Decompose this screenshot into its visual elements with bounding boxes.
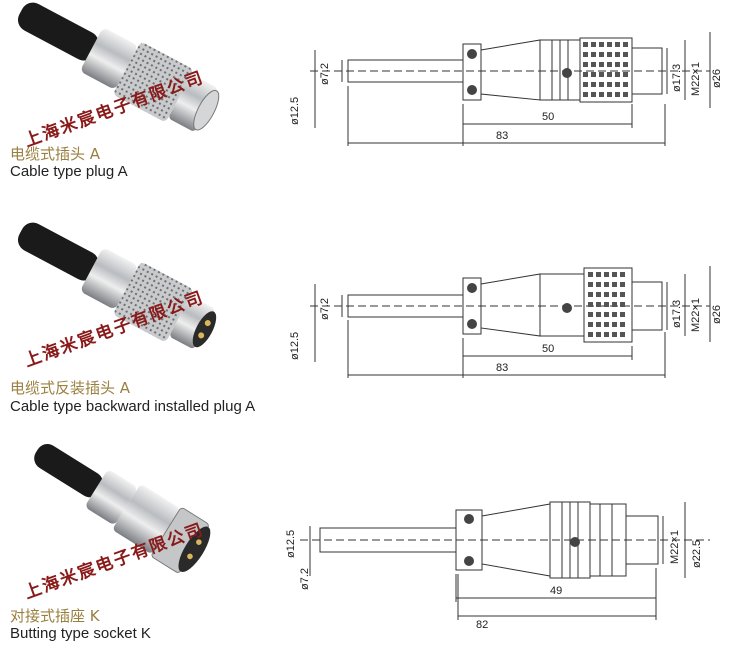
dim-cable-inner: ø7.2: [319, 63, 331, 85]
product-row-plug-a: 上海米宸电子有限公司 电缆式插头 A Cable type plug A: [0, 0, 730, 215]
dim-total: 82: [476, 619, 488, 631]
technical-drawing: 49 82 ø12.5 ø7.2 M22×1 ø22.5: [285, 501, 710, 631]
product-row-backward-plug-a: 上海米宸电子有限公司 电缆式反装插头 A Cable type backward…: [0, 220, 730, 435]
product-label-cn: 电缆式反装插头 A: [10, 379, 131, 397]
product-label-en: Butting type socket K: [10, 625, 151, 642]
product-label-cn: 电缆式插头 A: [10, 145, 101, 163]
product-label-en: Cable type backward installed plug A: [10, 398, 256, 415]
connector-photo: [34, 443, 211, 573]
dim-body: 50: [542, 343, 554, 355]
dim-thread-dia: ø17.3: [671, 300, 683, 328]
connector-photo: [17, 222, 217, 349]
dim-cable-dia: ø12.5: [289, 332, 301, 360]
dim-total: 83: [496, 362, 508, 374]
dim-thread: M22×1: [690, 62, 702, 96]
dim-outer-dia: ø26: [711, 305, 720, 324]
connector-photo: [17, 2, 220, 131]
dim-cable-inner: ø7.2: [319, 298, 331, 320]
dim-body: 50: [542, 111, 554, 123]
product-label-cn: 对接式插座 K: [10, 607, 100, 625]
dim-outer-dia: ø26: [711, 69, 720, 88]
dim-cable-inner: ø7.2: [299, 568, 311, 590]
dim-body: 49: [550, 585, 562, 597]
dim-outer-dia: ø22.5: [691, 540, 703, 568]
dim-thread: M22×1: [669, 530, 681, 564]
technical-drawing: 50 83 ø12.5 ø7.2 ø17.3 M22×1 ø26: [289, 32, 720, 146]
dim-thread: M22×1: [690, 298, 702, 332]
dim-cable-dia: ø12.5: [289, 97, 301, 125]
dim-thread-dia: ø17.3: [671, 64, 683, 92]
product-row-socket-k: 上海米宸电子有限公司 对接式插座 K Butting type socket K…: [0, 440, 730, 652]
dim-total: 83: [496, 130, 508, 142]
product-label-en: Cable type plug A: [10, 163, 128, 180]
technical-drawing: 50 83 ø12.5 ø7.2 ø17.3 M22×1 ø26: [289, 266, 720, 378]
dim-cable-dia: ø12.5: [285, 530, 297, 558]
